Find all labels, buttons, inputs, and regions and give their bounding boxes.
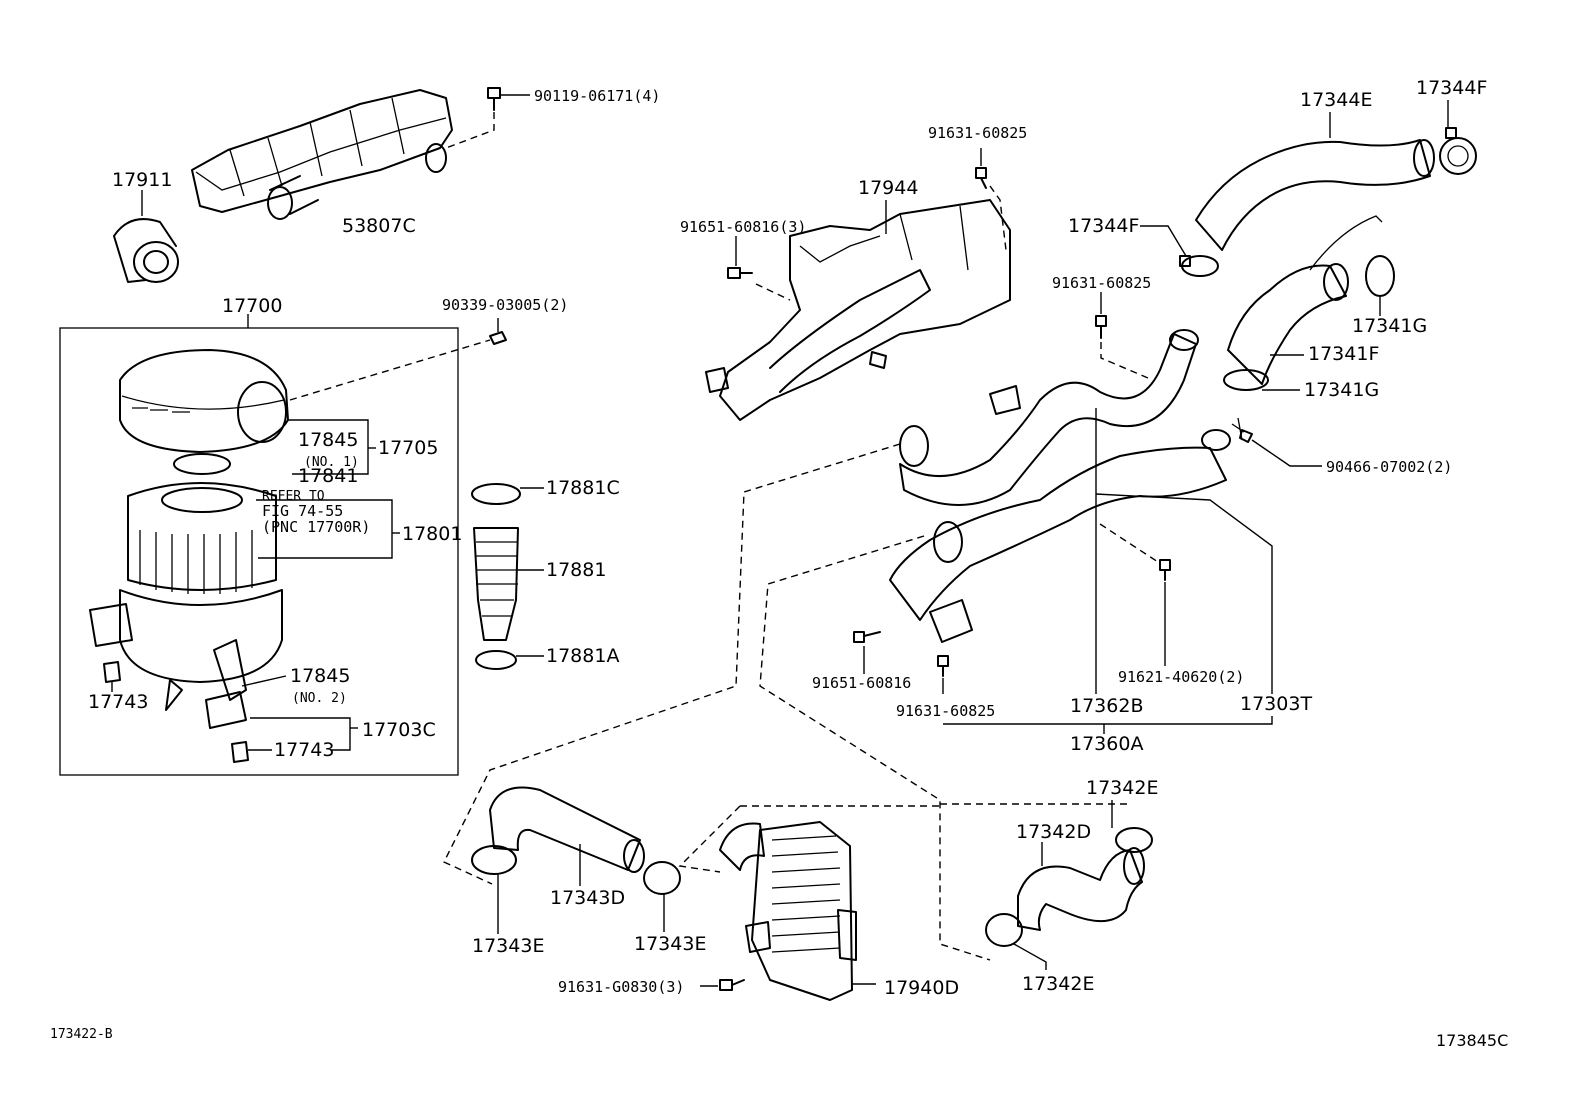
label-17705: 17705 <box>378 437 438 459</box>
clamp-17342E-top <box>1115 827 1153 853</box>
label-17700: 17700 <box>222 295 282 317</box>
label-17845-no2: 17845 <box>290 665 350 687</box>
label-91631-top: 91631-60825 <box>928 124 1027 142</box>
air-inlet-duct <box>191 89 453 220</box>
label-17801: 17801 <box>402 523 462 545</box>
bolt-91651-a <box>727 267 753 279</box>
label-17881: 17881 <box>546 559 606 581</box>
note-refer-line3: (PNC 17700R) <box>262 518 370 536</box>
label-17841: 17841 <box>298 465 358 487</box>
fitting-17911 <box>113 218 179 283</box>
bolt-91631-a <box>975 167 987 189</box>
bolt-91651-b <box>853 631 881 643</box>
clamp-17344F-left <box>1179 255 1219 277</box>
label-90119: 90119-06171(4) <box>534 87 660 105</box>
note-17845-no1: (NO. 1) <box>304 455 359 470</box>
label-17360A: 17360A <box>1070 733 1143 755</box>
note-refer-line1: REFER TO <box>262 489 325 504</box>
note-17845-no2: (NO. 2) <box>292 691 347 706</box>
label-90466: 90466-07002(2) <box>1326 458 1452 476</box>
diagram-code-left: 173422-B <box>50 1027 113 1042</box>
label-17940D: 17940D <box>884 977 959 999</box>
hose-17341F <box>1227 215 1383 385</box>
cover-17944 <box>705 199 1011 421</box>
diagram-code-right: 173845C <box>1436 1031 1508 1050</box>
hose-17881 <box>473 527 519 641</box>
label-17743-b: 17743 <box>274 739 334 761</box>
label-17341G-top: 17341G <box>1352 315 1427 337</box>
bolt-91631-c <box>937 655 949 677</box>
label-17344F-top: 17344F <box>1416 77 1487 99</box>
clip-17743-b <box>231 741 249 763</box>
label-17881A: 17881A <box>546 645 619 667</box>
hose-17343D <box>489 786 645 873</box>
label-90339: 90339-03005(2) <box>442 296 568 314</box>
label-17944: 17944 <box>858 177 918 199</box>
label-91651-3: 91651-60816(3) <box>680 218 806 236</box>
label-91631-mid: 91631-60825 <box>1052 274 1151 292</box>
hose-17703C <box>205 691 247 729</box>
label-17342D: 17342D <box>1016 821 1091 843</box>
label-17703C: 17703C <box>362 719 436 741</box>
air-cleaner-element <box>127 453 277 594</box>
label-17341F: 17341F <box>1308 343 1379 365</box>
label-91631-bottom: 91631-60825 <box>896 702 995 720</box>
label-17342E-top: 17342E <box>1086 777 1158 799</box>
label-17845-no1: 17845 <box>298 429 358 451</box>
air-cleaner-cap <box>119 349 289 453</box>
label-17341G-bottom: 17341G <box>1304 379 1379 401</box>
clamp-17342E-bottom <box>985 913 1023 947</box>
label-91621: 91621-40620(2) <box>1118 668 1244 686</box>
hose-17303T <box>889 417 1245 643</box>
clamp-17341G-top <box>1365 255 1395 297</box>
clip-90339 <box>489 331 507 345</box>
label-17343E-b: 17343E <box>634 933 706 955</box>
label-17911: 17911 <box>112 169 172 191</box>
label-17743-a: 17743 <box>88 691 148 713</box>
label-17343D: 17343D <box>550 887 625 909</box>
bolt-90119 <box>487 87 501 111</box>
clamp-17344F-top <box>1439 127 1477 175</box>
label-17881C: 17881C <box>546 477 620 499</box>
label-17344E: 17344E <box>1300 89 1372 111</box>
clamp-17341G-bottom <box>1223 369 1269 391</box>
air-cleaner-case <box>89 589 283 711</box>
label-17362B: 17362B <box>1070 695 1143 717</box>
hose-17362B <box>899 329 1199 506</box>
intercooler-17940D <box>719 821 857 1001</box>
label-17303T: 17303T <box>1240 693 1312 715</box>
clamp-17881A <box>475 650 517 670</box>
bolt-91631-b <box>1095 315 1107 339</box>
bolt-91621 <box>1159 559 1171 581</box>
label-91651: 91651-60816 <box>812 674 911 692</box>
note-refer-line2: FIG 74-55 <box>262 502 343 520</box>
clip-17743-a <box>103 661 121 683</box>
assembly-box-17700 <box>59 327 459 776</box>
label-53807C: 53807C <box>342 215 416 237</box>
clamp-17343E-a <box>471 845 517 875</box>
hose-17342D <box>1017 847 1145 931</box>
label-17344F-left: 17344F <box>1068 215 1139 237</box>
bolt-91631-G0830 <box>719 979 745 991</box>
clamp-17881C <box>471 483 521 505</box>
clip-90466 <box>1239 429 1253 443</box>
label-91631-G0830: 91631-G0830(3) <box>558 978 684 996</box>
clamp-17343E-b <box>643 861 681 895</box>
label-17343E-a: 17343E <box>472 935 544 957</box>
hose-17344E <box>1195 139 1435 251</box>
label-17342E-bottom: 17342E <box>1022 973 1094 995</box>
